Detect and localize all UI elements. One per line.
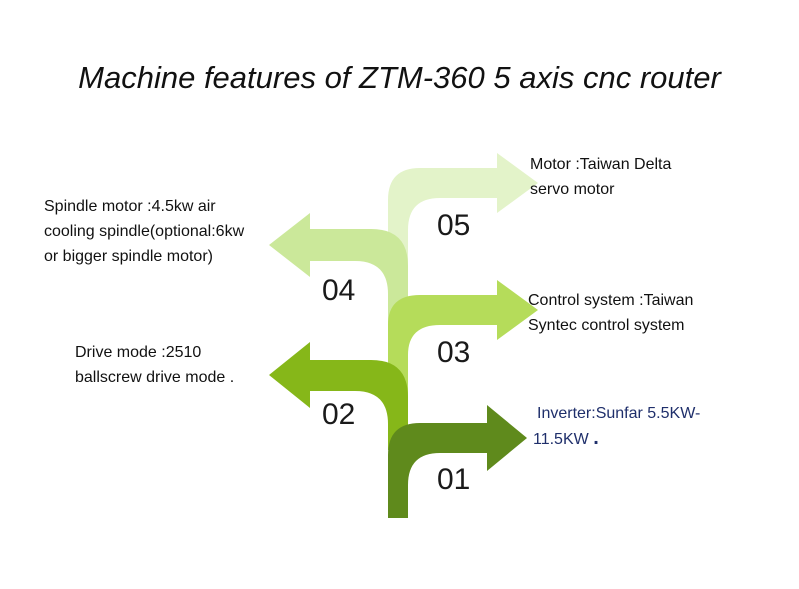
step-number-04: 04 [322,274,356,307]
arrow-05 [388,153,538,310]
arrow-04 [269,213,408,370]
feature-04-line-3: or bigger spindle motor) [44,248,213,265]
feature-02-text: Drive mode :2510 ballscrew drive mode . [75,340,234,390]
feature-05-line-1: Motor :Taiwan Delta [530,156,672,173]
feature-04-line-1: Spindle motor :4.5kw air [44,198,216,215]
step-number-03: 03 [437,336,471,369]
feature-01-line-2: 11.5KW [533,431,589,448]
arrow-02 [269,342,408,450]
arrow-01 [388,405,527,518]
feature-02-line-2: ballscrew drive mode . [75,369,235,386]
feature-02-line-1: Drive mode :2510 [75,344,202,361]
feature-01-text: Inverter:Sunfar 5.5KW- 11.5KW . [533,401,700,452]
step-number-01: 01 [437,463,471,496]
feature-05-text: Motor :Taiwan Delta servo motor [530,152,671,202]
feature-03-line-2: Syntec control system [528,317,685,334]
step-number-05: 05 [437,209,471,242]
feature-01-line-1: Inverter:Sunfar 5.5KW- [537,405,701,422]
feature-05-line-2: servo motor [530,181,615,198]
arrow-03 [388,280,538,430]
step-number-02: 02 [322,398,356,431]
feature-04-line-2: cooling spindle(optional:6kw [44,223,245,240]
feature-01-line-2-wrap: 11.5KW . [533,426,700,452]
feature-04-text: Spindle motor :4.5kw air cooling spindle… [44,194,244,269]
page-title: Machine features of ZTM-360 5 axis cnc r… [78,60,721,95]
feature-03-line-1: Control system :Taiwan [528,292,694,309]
feature-01-suffix: . [593,427,599,449]
feature-03-text: Control system :Taiwan Syntec control sy… [528,288,693,338]
